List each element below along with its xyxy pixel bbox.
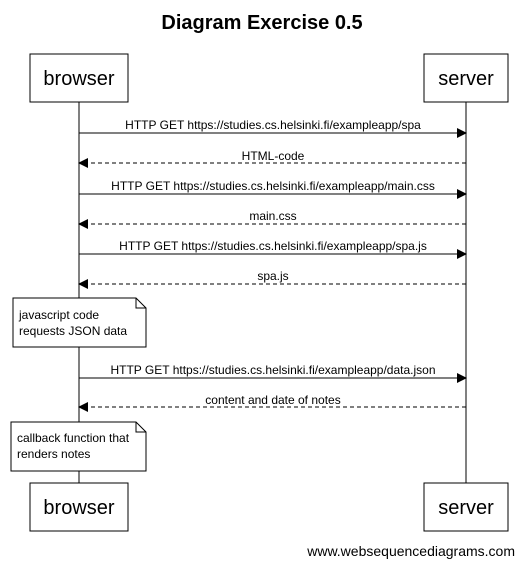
message-html-code: HTML-code xyxy=(78,149,466,168)
server-actor-top-label: server xyxy=(438,68,494,90)
browser-actor-top-label: browser xyxy=(43,68,114,90)
note-2-line-1: callback function that xyxy=(17,431,130,445)
message-get-spa: HTTP GET https://studies.cs.helsinki.fi/… xyxy=(79,118,467,138)
note-2-line-2: renders notes xyxy=(17,447,90,461)
note-1-line-2: requests JSON data xyxy=(19,324,127,338)
diagram-title: Diagram Exercise 0.5 xyxy=(161,12,362,34)
message-get-main-css: HTTP GET https://studies.cs.helsinki.fi/… xyxy=(79,179,467,199)
note-1-line-1: javascript code xyxy=(18,308,99,322)
server-actor-bottom-label: server xyxy=(438,497,494,519)
server-actor-bottom: server xyxy=(423,482,509,532)
message-main-css-label: main.css xyxy=(249,209,296,223)
browser-actor-bottom: browser xyxy=(29,482,129,532)
server-actor-top: server xyxy=(423,53,509,103)
message-spa-js-label: spa.js xyxy=(257,269,288,283)
message-get-spa-js-label: HTTP GET https://studies.cs.helsinki.fi/… xyxy=(119,239,427,253)
browser-actor-bottom-label: browser xyxy=(43,497,114,519)
message-get-spa-js: HTTP GET https://studies.cs.helsinki.fi/… xyxy=(79,239,467,259)
browser-actor-top: browser xyxy=(29,53,129,103)
message-get-main-css-label: HTTP GET https://studies.cs.helsinki.fi/… xyxy=(111,179,435,193)
message-get-spa-label: HTTP GET https://studies.cs.helsinki.fi/… xyxy=(125,118,421,132)
message-html-code-label: HTML-code xyxy=(242,149,305,163)
message-spa-js: spa.js xyxy=(78,269,466,289)
note-callback-renders-notes: callback function that renders notes xyxy=(10,421,147,472)
message-main-css: main.css xyxy=(78,209,466,229)
message-content-and-date: content and date of notes xyxy=(78,393,466,412)
message-content-and-date-label: content and date of notes xyxy=(205,393,340,407)
footer-watermark: www.websequencediagrams.com xyxy=(306,543,515,559)
note-javascript-requests-json: javascript code requests JSON data xyxy=(12,297,147,348)
message-get-data-json-label: HTTP GET https://studies.cs.helsinki.fi/… xyxy=(110,363,435,377)
message-get-data-json: HTTP GET https://studies.cs.helsinki.fi/… xyxy=(79,363,467,383)
